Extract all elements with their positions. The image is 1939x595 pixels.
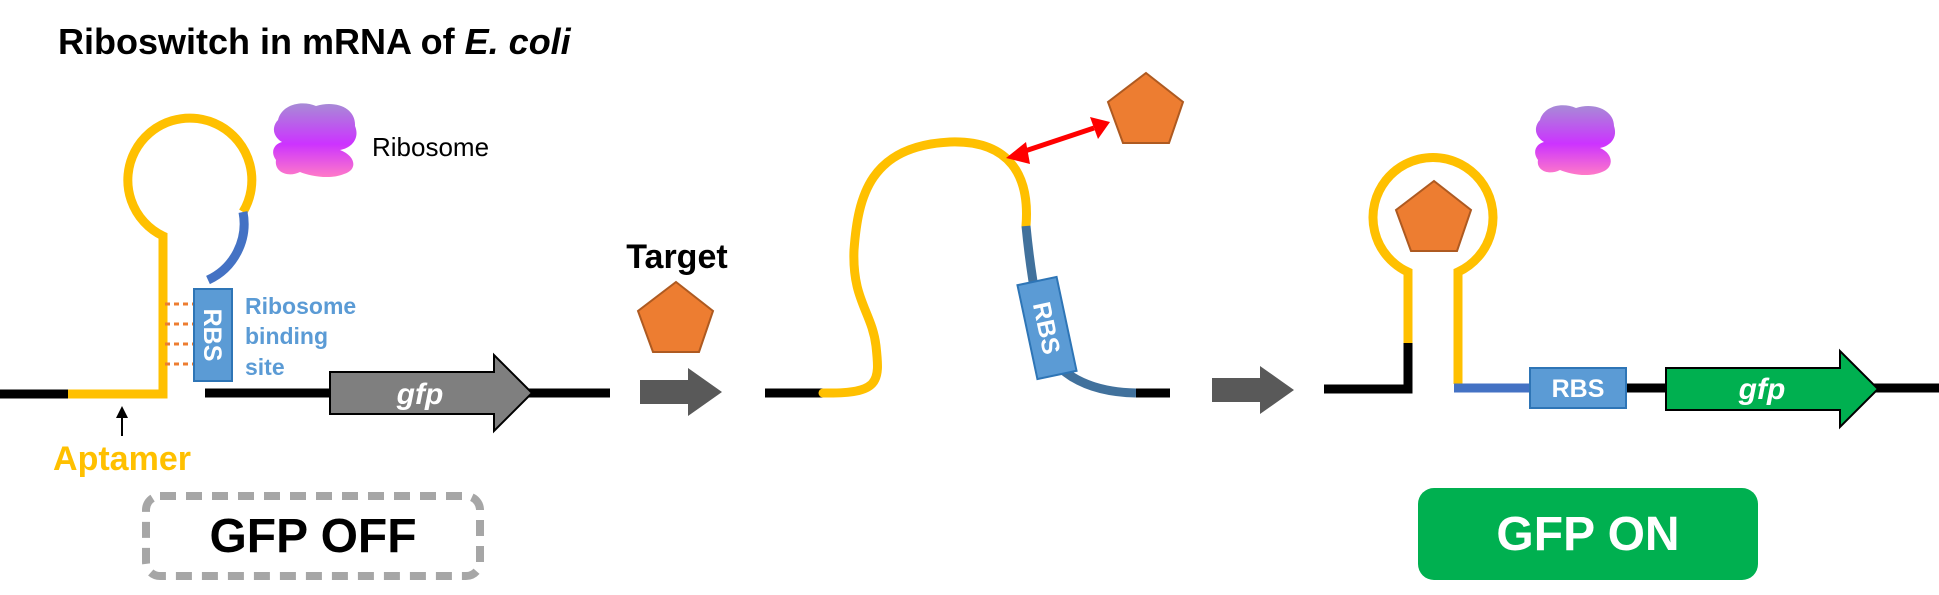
aptamer-strand: [68, 113, 257, 399]
gfp-on-badge: GFP ON: [1418, 488, 1758, 580]
gfp-gene-label-off: gfp: [396, 378, 444, 411]
gfp-gene-on: gfp: [1665, 348, 1880, 430]
ribosome-label: Ribosome: [372, 132, 489, 162]
panel-binding-state: RBS: [765, 71, 1185, 398]
rbs-description-line1: Ribosome: [245, 293, 356, 319]
process-arrow-2: [1212, 366, 1294, 414]
rbs-label-on: RBS: [1552, 375, 1605, 403]
target-molecule-icon: [636, 280, 715, 353]
base-pairing-lines: [165, 302, 193, 366]
aptamer-pointer: [116, 406, 128, 436]
ribosome-on: [1535, 105, 1616, 176]
ribosome-off: [273, 103, 357, 178]
rbs-box-binding: RBS: [1016, 275, 1078, 381]
aptamer-strand-2: [818, 137, 1031, 398]
gfp-gene-off: gfp: [329, 352, 534, 434]
gfp-gene-label-on: gfp: [1738, 373, 1786, 406]
title-organism: E. coli: [465, 21, 572, 62]
page-title: Riboswitch in mRNA of E. coli: [58, 21, 572, 62]
rbs-strand: [205, 211, 249, 285]
gfp-off-badge: GFP OFF: [142, 492, 484, 580]
process-arrow-1: [640, 368, 722, 416]
target-label: Target: [626, 238, 727, 276]
rbs-box-on: RBS: [1529, 367, 1627, 409]
target-step: Target: [626, 238, 728, 416]
panel-off-state: RBS Ribosome binding site gfp Aptamer Ri…: [0, 103, 610, 580]
gfp-on-label: GFP ON: [1496, 508, 1679, 561]
mrna-strand-left-3: [1324, 343, 1413, 394]
aptamer-strand-3: [1368, 153, 1498, 384]
rbs-label-off: RBS: [198, 309, 226, 362]
target-molecule-bound: [1394, 179, 1473, 252]
rbs-description-line3: site: [245, 354, 285, 380]
rbs-description-line2: binding: [245, 323, 328, 349]
aptamer-label: Aptamer: [53, 440, 191, 478]
target-molecule-approaching: [1106, 71, 1185, 144]
rbs-box-off: RBS: [193, 288, 233, 382]
interaction-arrow: [1006, 117, 1110, 164]
gfp-off-label: GFP OFF: [209, 510, 416, 563]
panel-on-state: RBS gfp GFP ON: [1324, 105, 1939, 580]
title-main: Riboswitch in mRNA of: [58, 21, 465, 62]
